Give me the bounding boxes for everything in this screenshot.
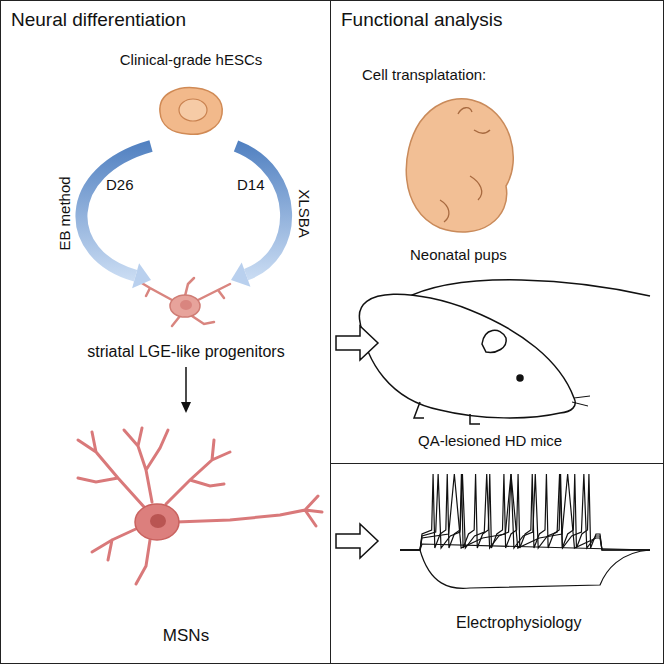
- drawing-part: [185, 278, 194, 296]
- drawing-part: [458, 108, 472, 114]
- drawing-part: [517, 375, 523, 381]
- drawing-part: [180, 300, 192, 310]
- drawing-part: [440, 176, 482, 222]
- msn-neuron: [78, 428, 322, 584]
- cell-group: MSNs: [41, 411, 331, 646]
- drawing-part: [181, 402, 191, 413]
- panel: Neural differentiationClinical-grade hES…: [0, 0, 331, 664]
- drawing-part: [482, 330, 506, 352]
- drawing-part: [124, 428, 168, 502]
- drawing-part: [406, 99, 513, 232]
- drawing-part: [172, 316, 180, 326]
- drawing-part: [400, 474, 650, 550]
- drawing-part: [236, 146, 286, 275]
- drawing-part: [192, 316, 214, 324]
- hesc-cell: [160, 88, 222, 135]
- drawing-part: [572, 396, 590, 406]
- node-text: Functional analysis: [341, 9, 503, 31]
- drawing-part: [400, 544, 650, 550]
- drawing-part: [166, 440, 230, 504]
- node-text: striatal LGE-like progenitors: [87, 343, 284, 361]
- voltage-traces: [400, 474, 650, 588]
- drawing-part: [400, 550, 650, 588]
- text-label: D26: [106, 176, 134, 193]
- neonatal-pup: [406, 99, 513, 232]
- drawing-part: [132, 263, 151, 288]
- drawing-part: [136, 540, 150, 584]
- drawing-part: [170, 295, 200, 317]
- node-text: MSNs: [163, 626, 209, 646]
- drawing-part: [400, 474, 650, 550]
- progenitor-cell: [140, 278, 230, 326]
- connector: [336, 326, 378, 360]
- drawing-part: [474, 130, 490, 133]
- cell-group: Clinical-grade hESCs: [91, 51, 291, 146]
- connector: [181, 367, 191, 413]
- node-text: Neural differentiation: [11, 9, 186, 31]
- drawing-part: [402, 280, 650, 300]
- text-label: D14: [237, 176, 265, 193]
- drawing-part: [414, 402, 480, 424]
- drawing-part: [185, 367, 187, 403]
- drawing-part: [92, 528, 138, 560]
- drawing-part: [140, 282, 172, 300]
- drawing-part: [400, 474, 650, 550]
- node-text: Clinical-grade hESCs: [120, 51, 263, 68]
- drawing-part: [359, 294, 575, 418]
- drawing-part: [179, 99, 207, 121]
- mouse: [359, 280, 650, 424]
- node-text: Electrophysiology: [456, 614, 581, 632]
- edge-label: XLSBA: [296, 189, 313, 237]
- drawing-part: [336, 524, 378, 558]
- drawing-part: [135, 504, 179, 540]
- drawing-part: [231, 262, 250, 286]
- drawing-part: [198, 284, 230, 300]
- text-label: Neonatal pups: [410, 246, 507, 263]
- connector: [81, 146, 151, 288]
- drawing-part: [160, 88, 222, 135]
- panel: Electrophysiology: [330, 463, 664, 664]
- text-label: Cell transplatation:: [362, 66, 486, 83]
- drawing-part: [81, 146, 151, 276]
- connector: [231, 146, 286, 287]
- cell-group: striatal LGE-like progenitors: [41, 276, 331, 361]
- text-label: QA-lesioned HD mice: [418, 432, 562, 449]
- drawing-part: [336, 326, 378, 360]
- drawing-part: [176, 496, 322, 526]
- edge-label: EB method: [55, 176, 72, 250]
- connector: [336, 524, 378, 558]
- drawing-part: [150, 514, 166, 528]
